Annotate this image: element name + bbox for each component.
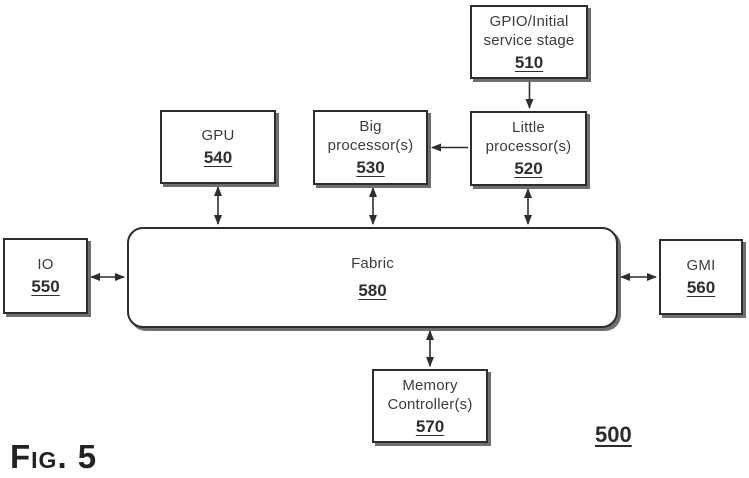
node-fabric: Fabric 580 <box>127 227 618 328</box>
node-gpu: GPU 540 <box>160 110 276 184</box>
node-little-processors: Little processor(s) 520 <box>470 111 587 186</box>
node-big-processors: Big processor(s) 530 <box>313 110 428 185</box>
node-memory-controllers: Memory Controller(s) 570 <box>372 369 488 443</box>
node-ref-numeral: 580 <box>358 281 387 300</box>
node-label: GMI <box>686 257 716 274</box>
node-label: processor(s) <box>485 138 572 155</box>
node-gmi: GMI 560 <box>659 239 743 315</box>
figure-label: Fig. 5 <box>10 438 98 475</box>
node-label: GPIO/Initial <box>489 12 569 30</box>
node-label: Controller(s) <box>387 395 473 413</box>
node-ref-numeral: 540 <box>203 148 233 167</box>
node-ref-numeral: 520 <box>514 159 543 178</box>
node-label: processor(s) <box>327 137 414 154</box>
node-label: Big <box>359 118 382 135</box>
node-io: IO 550 <box>3 238 88 314</box>
node-ref-numeral: 570 <box>415 416 445 436</box>
node-ref-numeral: 530 <box>356 158 385 177</box>
node-ref-numeral: 550 <box>31 277 60 296</box>
node-label: Little <box>512 119 545 136</box>
node-ref-numeral: 560 <box>686 278 716 297</box>
node-label: service stage <box>483 31 575 49</box>
node-label: Memory <box>402 376 458 394</box>
node-gpio-initial-service-stage: GPIO/Initial service stage 510 <box>470 5 588 79</box>
node-label: GPU <box>201 127 235 144</box>
node-label: IO <box>37 256 54 273</box>
node-ref-numeral: 510 <box>514 52 544 72</box>
diagram-ref-numeral: 500 <box>595 422 632 447</box>
node-label: Fabric <box>351 255 394 272</box>
